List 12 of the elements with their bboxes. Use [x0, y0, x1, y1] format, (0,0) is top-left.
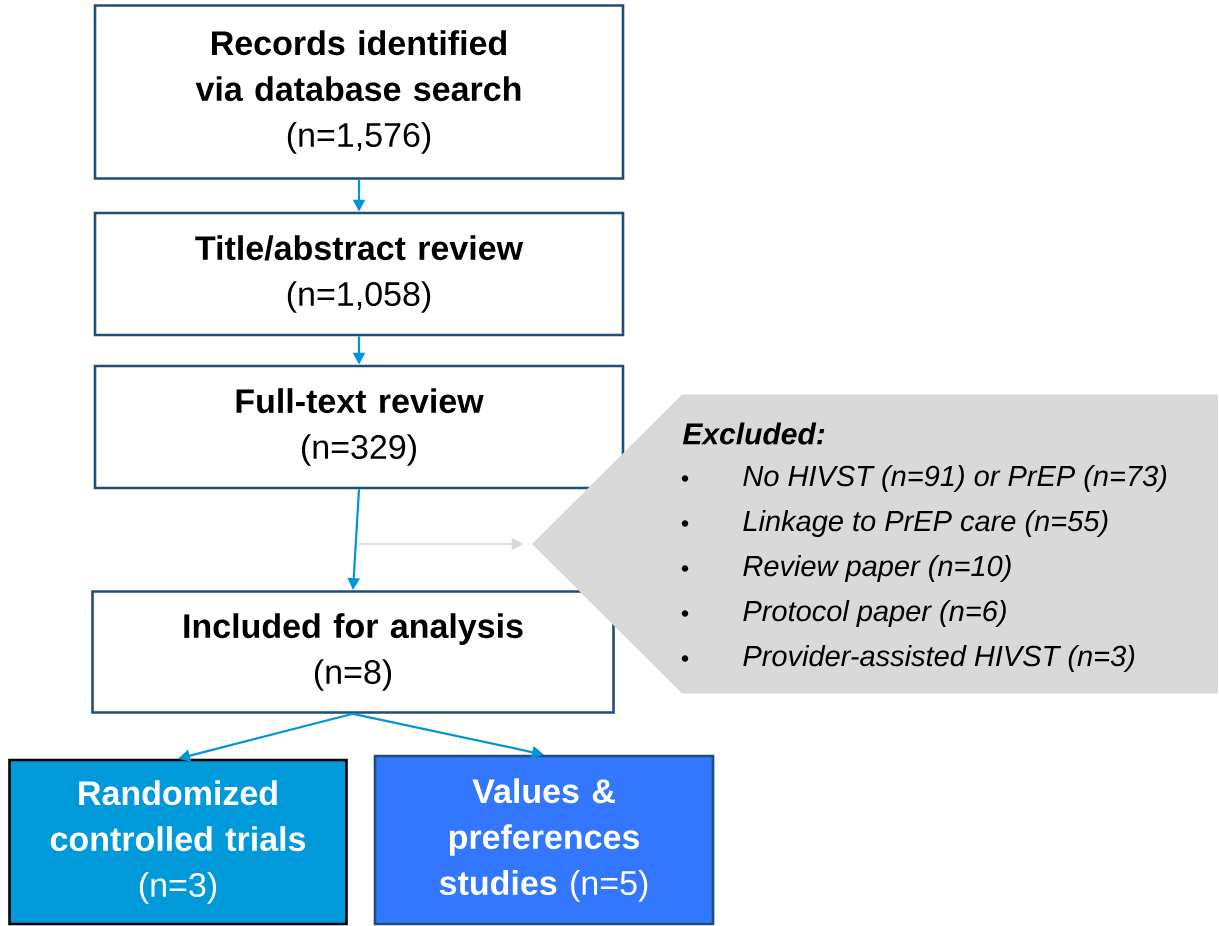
process-box: Included for analysis (n=8) [91, 590, 615, 714]
outcome-box: Values & preferences studies (n=5) [373, 754, 715, 926]
exclusion-reason: Provider-assisted HIVST (n=3) [743, 645, 1135, 673]
exclusion-reason: No HIVST (n=91) or PrEP (n=73) [743, 465, 1167, 493]
exclusion-reason: Review paper (n=10) [743, 555, 1011, 583]
outcome-box: Randomized controlled trials (n=3) [8, 758, 348, 926]
process-box: Records identified via database search (n=1,576) [93, 4, 625, 180]
exclusion-reason: Protocol paper (n=6) [743, 600, 1006, 628]
process-box: Title/abstract review (n=1,058) [93, 211, 625, 337]
exclusion-reason: Linkage to PrEP care (n=55) [743, 510, 1108, 538]
callout-heading: Excluded: [682, 422, 825, 445]
process-box: Full-text review (n=329) [93, 364, 625, 490]
